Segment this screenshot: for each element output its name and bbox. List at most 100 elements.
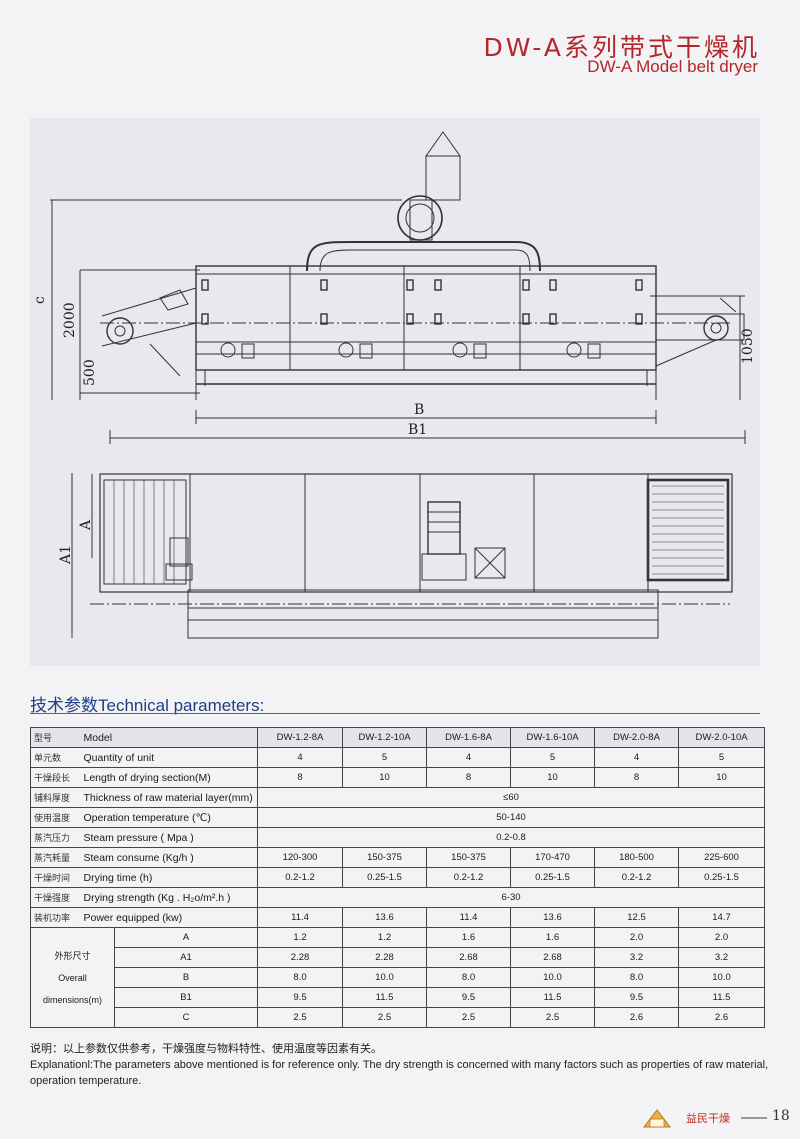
table-cell: 10.0 xyxy=(342,967,428,988)
table-cell: 4 xyxy=(257,747,344,768)
table-cell: 5 xyxy=(510,747,596,768)
row-cn-label: 干燥时间 xyxy=(30,867,81,888)
technical-drawing: c 2000 500 1050 B B1 A A1 xyxy=(30,118,760,666)
dimensions-en-label-2: dimensions(m) xyxy=(42,994,102,1005)
table-cell: 150-375 xyxy=(426,847,512,868)
table-cell: 3.2 xyxy=(678,947,766,968)
dim-label-1050: 1050 xyxy=(740,328,756,364)
table-cell: 10 xyxy=(678,767,766,788)
dimension-row: B1 9.5 11.5 9.5 11.5 9.5 11.5 xyxy=(31,987,766,1008)
table-cell: 0.25-1.5 xyxy=(678,867,766,888)
table-cell-span: 50-140 xyxy=(257,807,766,828)
row-en-label: Power equipped (kw) xyxy=(80,907,259,928)
dimension-row: A1 2.28 2.28 2.68 2.68 3.2 3.2 xyxy=(31,947,766,968)
table-cell: 2.5 xyxy=(510,1007,596,1028)
table-cell: 10.0 xyxy=(510,967,596,988)
table-cell: 1.2 xyxy=(257,927,344,948)
table-cell-span: 0.2-0.8 xyxy=(257,827,766,848)
page-number: 18 xyxy=(772,1108,790,1124)
table-cell: 0.25-1.5 xyxy=(510,867,596,888)
table-cell-span: ≤60 xyxy=(257,787,766,808)
header-cn-label: 型号 xyxy=(30,727,81,748)
dimension-row: 外形尺寸 Overall dimensions(m) A 1.2 1.2 1.6… xyxy=(30,927,766,1028)
table-cell: 8 xyxy=(257,767,344,788)
table-cell: 8.0 xyxy=(594,967,680,988)
page-title-en: DW-A Model belt dryer xyxy=(587,57,758,76)
row-cn-label: 铺料厚度 xyxy=(30,787,81,808)
table-cell: 11.5 xyxy=(342,987,428,1008)
header-en-label: Model xyxy=(80,727,259,748)
dimension-row: C 2.5 2.5 2.5 2.5 2.6 2.6 xyxy=(31,1007,766,1028)
model-header: DW-1.6-8A xyxy=(426,727,512,748)
row-cn-label: 干燥强度 xyxy=(30,887,81,908)
table-cell: 150-375 xyxy=(342,847,428,868)
table-row: 单元数 Quantity of unit 4 5 4 5 4 5 xyxy=(30,747,766,768)
table-cell: 2.68 xyxy=(510,947,596,968)
table-cell: 2.5 xyxy=(257,1007,344,1028)
row-cn-label: 装机功率 xyxy=(30,907,81,928)
row-en-label: Steam consume (Kg/h ) xyxy=(80,847,259,868)
table-header-row: 型号 Model DW-1.2-8A DW-1.2-10A DW-1.6-8A … xyxy=(30,727,766,748)
table-cell: 10 xyxy=(510,767,596,788)
table-cell: 8.0 xyxy=(426,967,512,988)
table-cell: 3.2 xyxy=(594,947,680,968)
table-cell-span: 6-30 xyxy=(257,887,766,908)
model-header: DW-1.2-8A xyxy=(257,727,344,748)
table-cell: 13.6 xyxy=(510,907,596,928)
table-cell: 13.6 xyxy=(342,907,428,928)
technical-parameters-heading: 技术参数Technical parameters: xyxy=(30,696,265,715)
table-cell: 8 xyxy=(594,767,680,788)
table-cell: 8.0 xyxy=(257,967,344,988)
dimension-key: C xyxy=(113,1007,259,1028)
table-cell: 9.5 xyxy=(594,987,680,1008)
table-cell: 8 xyxy=(426,767,512,788)
table-row: 干燥时间 Drying time (h) 0.2-1.2 0.25-1.5 0.… xyxy=(30,867,766,888)
table-cell: 2.6 xyxy=(594,1007,680,1028)
table-cell: 120-300 xyxy=(257,847,344,868)
explanation-note: 说明：以上参数仅供参考，干燥强度与物料特性、使用温度等因素有关。 Explana… xyxy=(30,1041,770,1089)
page-title-cn: DW-A系列带式干燥机 xyxy=(483,33,760,62)
table-cell: 1.6 xyxy=(426,927,512,948)
table-row: 铺料厚度 Thickness of raw material layer(mm)… xyxy=(30,787,766,808)
row-en-label: Quantity of unit xyxy=(80,747,259,768)
table-cell: 2.28 xyxy=(257,947,344,968)
belt-dryer-drawing: c 2000 500 1050 B B1 A A1 xyxy=(32,131,756,639)
dim-label-b: B xyxy=(414,402,424,418)
footer-divider xyxy=(741,1117,767,1119)
row-en-label: Drying time (h) xyxy=(80,867,259,888)
row-en-label: Steam pressure ( Mpa ) xyxy=(80,827,259,848)
technical-parameters-table: 型号 Model DW-1.2-8A DW-1.2-10A DW-1.6-8A … xyxy=(30,727,766,1028)
dim-label-c: c xyxy=(32,296,48,304)
table-cell: 2.68 xyxy=(426,947,512,968)
table-cell: 11.4 xyxy=(257,907,344,928)
table-row: 干燥段长 Length of drying section(M) 8 10 8 … xyxy=(30,767,766,788)
table-cell: 11.4 xyxy=(426,907,512,928)
row-cn-label: 使用温度 xyxy=(30,807,81,828)
table-cell: 14.7 xyxy=(678,907,766,928)
dim-label-a1: A1 xyxy=(58,545,74,565)
footer-brand: 益民干燥 xyxy=(686,1113,730,1125)
dimensions-en-label-1: Overall xyxy=(58,972,87,983)
note-en: Explanationl:The parameters above mentio… xyxy=(30,1059,769,1087)
table-cell: 5 xyxy=(342,747,428,768)
table-cell: 9.5 xyxy=(257,987,344,1008)
row-en-label: Thickness of raw material layer(mm) xyxy=(80,787,259,808)
table-row: 蒸汽耗量 Steam consume (Kg/h ) 120-300 150-3… xyxy=(30,847,766,868)
table-cell: 180-500 xyxy=(594,847,680,868)
table-cell: 2.28 xyxy=(342,947,428,968)
model-header: DW-1.2-10A xyxy=(342,727,428,748)
table-cell: 2.5 xyxy=(426,1007,512,1028)
overall-dimensions-label: 外形尺寸 Overall dimensions(m) xyxy=(30,927,115,1028)
dimension-row: B 8.0 10.0 8.0 10.0 8.0 10.0 xyxy=(31,967,766,988)
table-cell: 12.5 xyxy=(594,907,680,928)
dimension-key: A xyxy=(113,927,259,948)
dim-label-500: 500 xyxy=(82,359,98,386)
brand-logo-icon xyxy=(642,1109,672,1128)
row-en-label: Length of drying section(M) xyxy=(80,767,259,788)
dim-label-2000: 2000 xyxy=(62,302,78,338)
table-cell: 4 xyxy=(594,747,680,768)
model-header: DW-2.0-8A xyxy=(594,727,680,748)
table-cell: 2.5 xyxy=(342,1007,428,1028)
row-en-label: Drying strength (Kg . H₂o/m².h ) xyxy=(80,887,259,908)
table-row: 装机功率 Power equipped (kw) 11.4 13.6 11.4 … xyxy=(30,907,766,928)
